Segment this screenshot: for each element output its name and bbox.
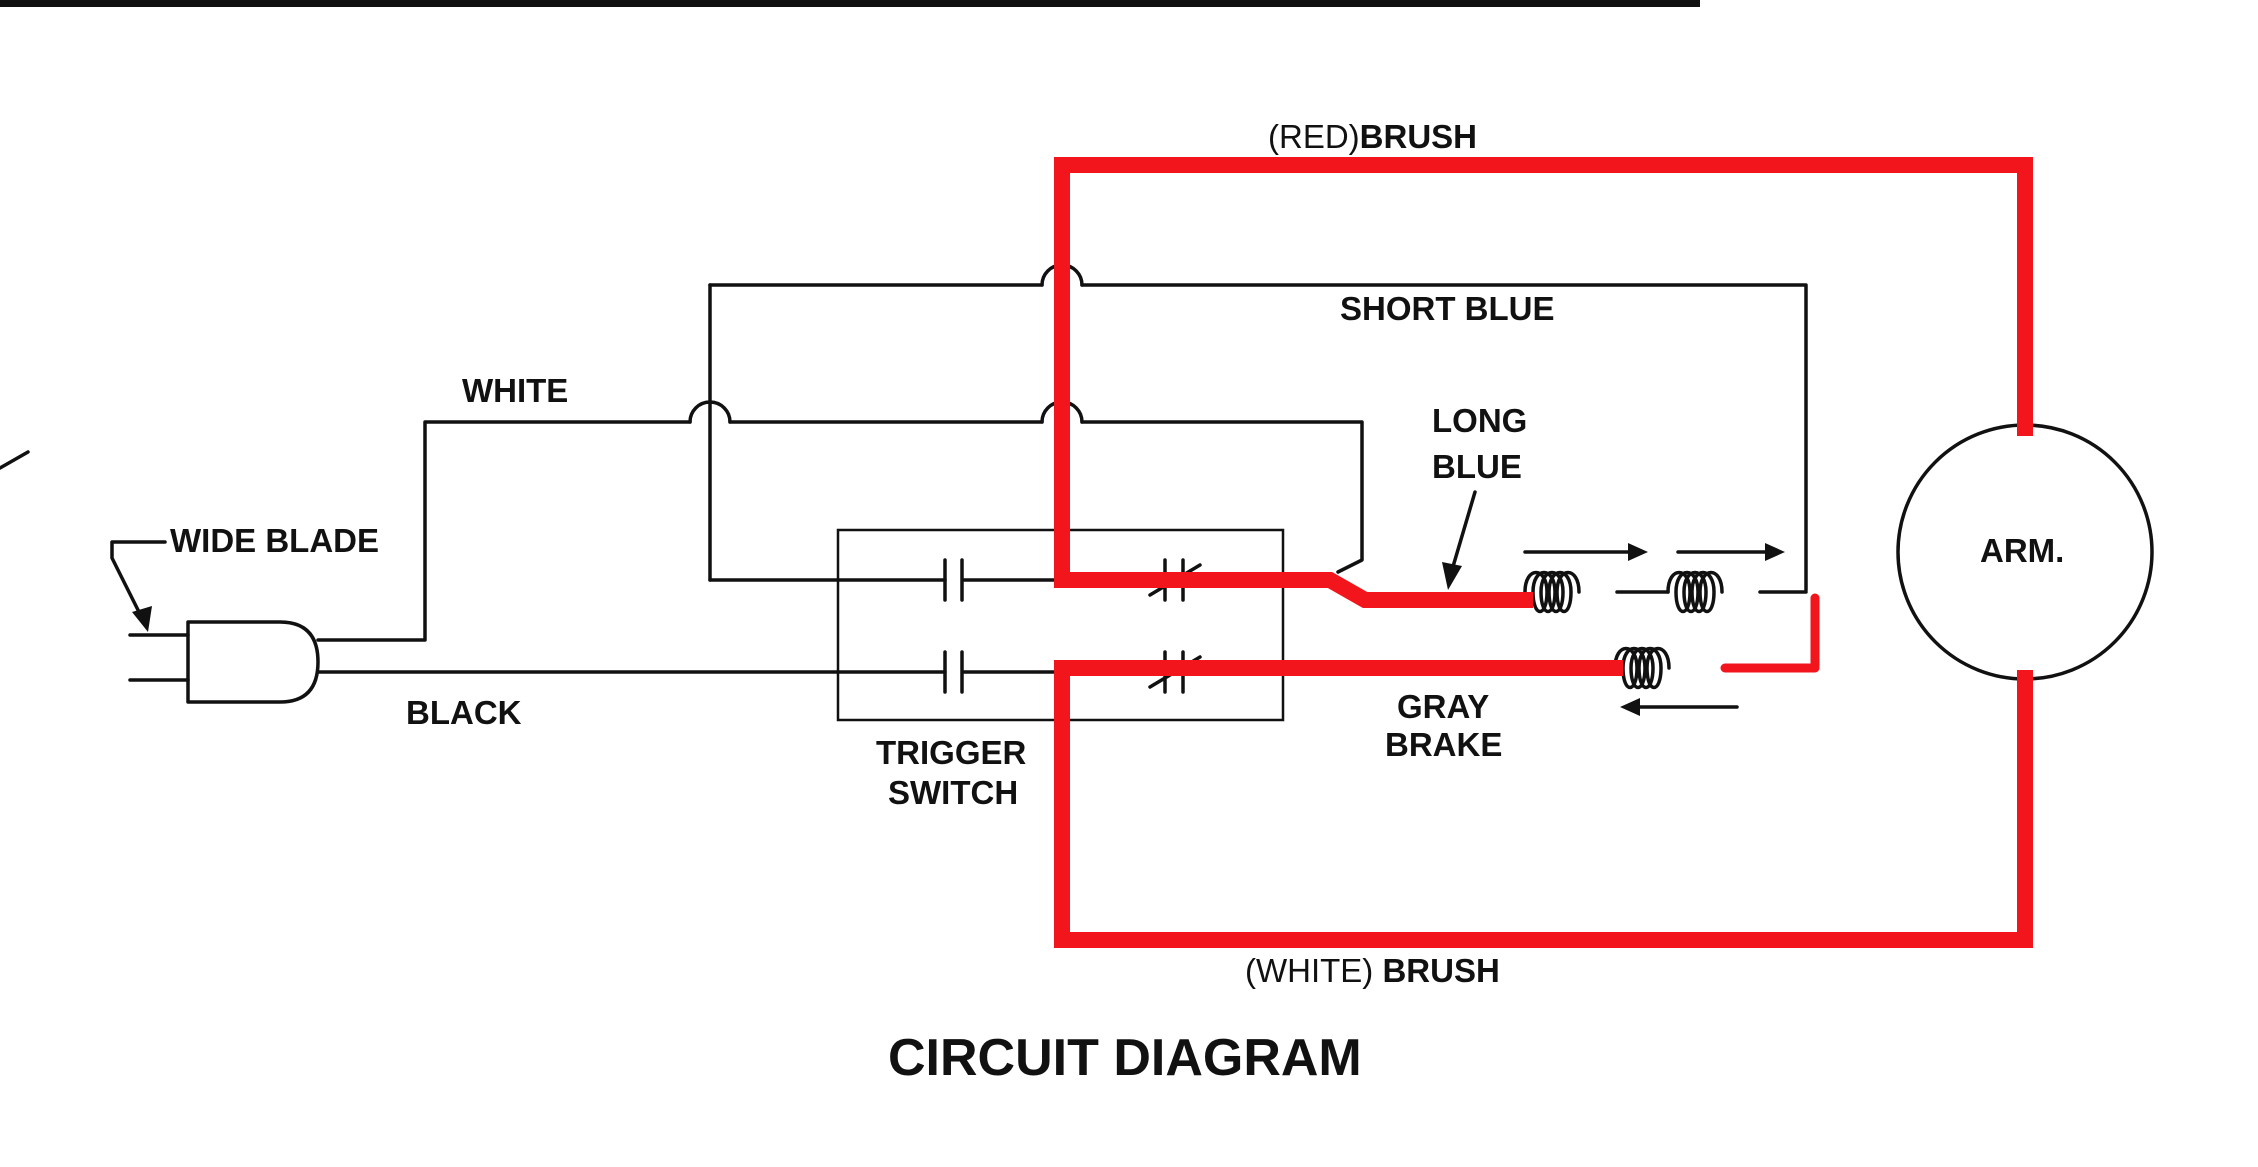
red-highlight-path xyxy=(1054,157,2033,948)
edge-mark xyxy=(0,450,30,470)
short-blue-label: SHORT BLUE xyxy=(1340,290,1555,327)
field-coil-2 xyxy=(1666,570,1724,614)
red-brush-suffix: BRUSH xyxy=(1360,118,1477,155)
arrow-right-2-head xyxy=(1765,543,1785,561)
red-switch-to-coil xyxy=(1054,572,1533,608)
switch-contact-top-right xyxy=(960,558,1062,602)
arrow-right-1-head xyxy=(1628,543,1648,561)
trigger-switch-label-1: TRIGGER xyxy=(876,734,1027,771)
arrow-left-head xyxy=(1620,698,1640,716)
wide-blade-label: WIDE BLADE xyxy=(170,522,379,559)
top-border-bar xyxy=(0,0,1700,7)
red-brush-loop xyxy=(1054,157,2033,588)
white-wire-right xyxy=(1080,420,1364,574)
plug-body xyxy=(186,620,320,704)
armature-label: ARM. xyxy=(1980,532,2064,569)
white-wire-label: WHITE xyxy=(462,372,568,409)
diagram-title: CIRCUIT DIAGRAM xyxy=(888,1029,1362,1087)
short-blue-right xyxy=(1080,283,1808,592)
long-blue-pointer-head xyxy=(1442,562,1462,590)
white-brush-loop xyxy=(1054,660,2033,948)
trigger-switch-label-2: SWITCH xyxy=(888,774,1018,811)
long-blue-label-1: LONG xyxy=(1432,402,1527,439)
labels: (RED)BRUSH SHORT BLUE LONG BLUE WHITE WI… xyxy=(170,118,2064,1087)
white-wire xyxy=(316,420,692,642)
black-wiring xyxy=(0,263,2154,722)
red-brush-prefix: (RED) xyxy=(1268,118,1360,155)
brake-coil xyxy=(1613,646,1671,690)
switch-contact-bottom-right xyxy=(960,650,1062,694)
white-brush-prefix: (WHITE) xyxy=(1245,952,1373,989)
field-coil-1 xyxy=(1523,570,1581,614)
white-brush-suffix: BRUSH xyxy=(1382,952,1499,989)
wide-blade-pointer-head xyxy=(132,606,152,632)
black-wire-label: BLACK xyxy=(406,694,522,731)
gray-brake-label-2: BRAKE xyxy=(1385,726,1502,763)
red-brake-return xyxy=(1720,593,1820,673)
white-brush-space xyxy=(1373,952,1382,989)
long-blue-pointer xyxy=(1450,490,1477,572)
long-blue-label-2: BLUE xyxy=(1432,448,1522,485)
wide-blade-pointer xyxy=(110,540,167,620)
red-brush-label: (RED)BRUSH xyxy=(1268,118,1477,155)
white-brush-label: (WHITE) BRUSH xyxy=(1245,952,1500,989)
gray-brake-label-1: GRAY xyxy=(1397,688,1489,725)
